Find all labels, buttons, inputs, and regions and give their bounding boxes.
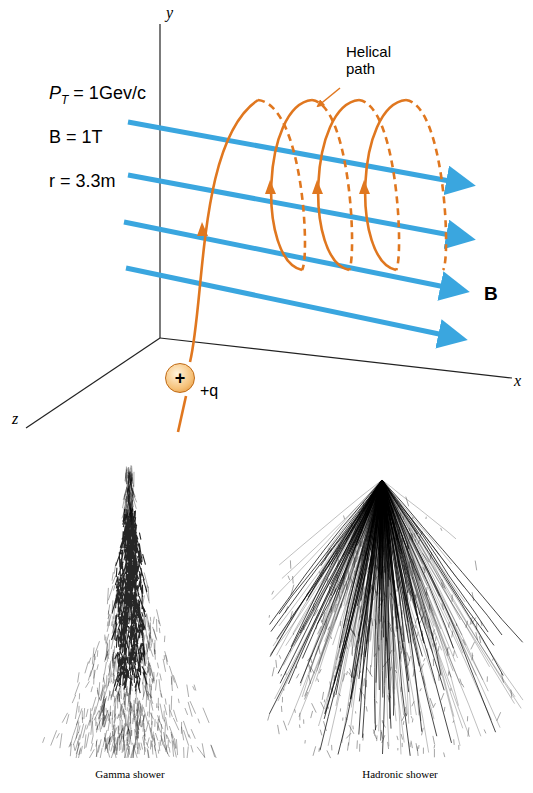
shower-pictures — [43, 465, 523, 758]
momentum-symbol: P — [49, 83, 61, 103]
direction-arrows — [197, 180, 370, 236]
caption: Hadronic shower — [362, 768, 437, 780]
charge-circle: + — [165, 363, 195, 393]
shower-track — [269, 480, 522, 756]
charge-label: +q — [200, 382, 218, 400]
field-lines — [124, 122, 466, 338]
caption: Gamma shower — [95, 768, 164, 780]
shower-track — [112, 508, 148, 695]
leader-line — [318, 88, 340, 106]
momentum-value: PT = 1Gev/c — [47, 84, 148, 104]
axis-label: y — [166, 4, 173, 22]
shower-track — [43, 465, 217, 758]
charge-sign: + — [175, 369, 186, 387]
field-value: B = 1T — [47, 128, 105, 148]
axis-label: x — [514, 372, 521, 390]
helical-path — [178, 100, 446, 432]
shower-track — [268, 497, 512, 759]
shower-track — [270, 480, 523, 754]
field-label: B — [484, 284, 498, 305]
axis-label: z — [12, 410, 18, 428]
momentum-subscript: T — [61, 93, 68, 107]
x-axis — [160, 338, 512, 378]
momentum-amount: = 1Gev/c — [73, 83, 146, 103]
callout-label: Helical path — [346, 44, 408, 77]
radius-value: r = 3.3m — [47, 172, 118, 192]
z-axis — [26, 338, 160, 428]
